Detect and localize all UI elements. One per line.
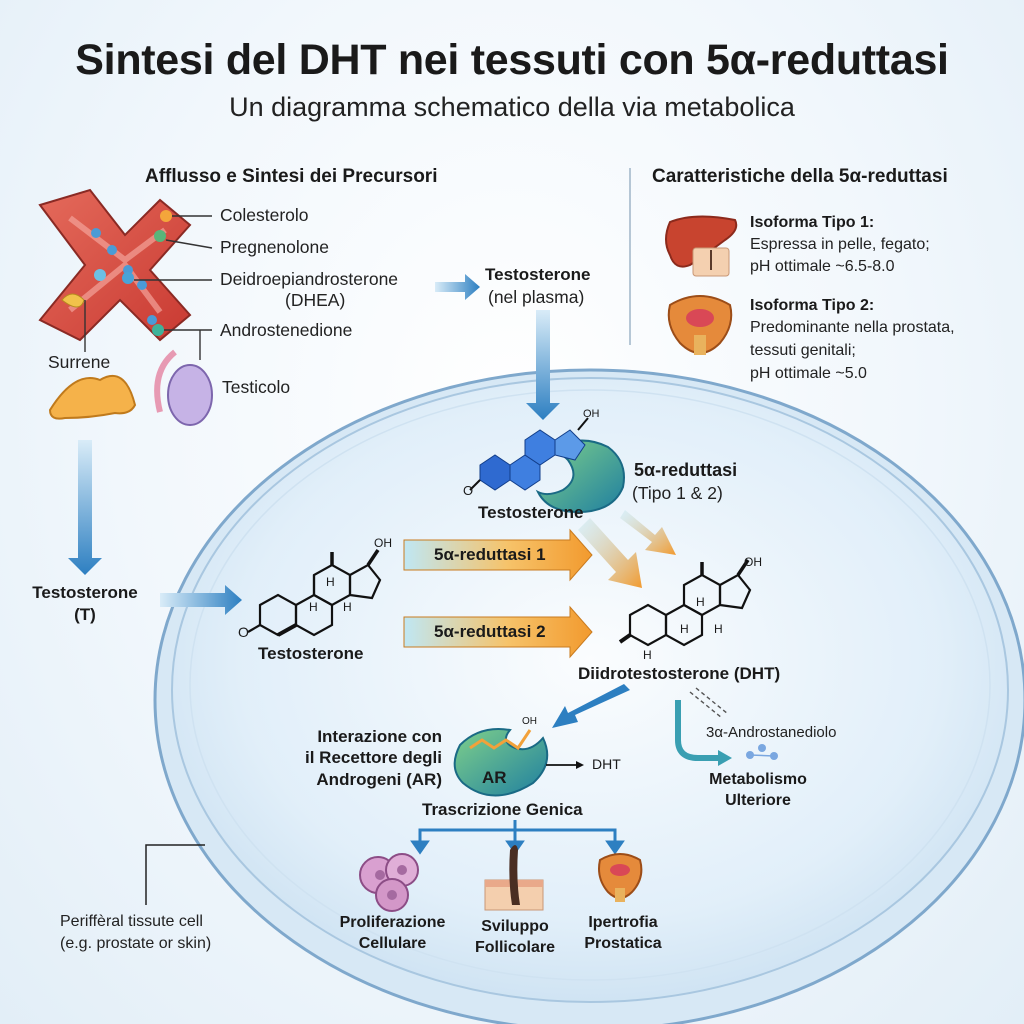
cell-note-line-1: Periffèral tissute cell [60, 913, 203, 930]
transcription-label: Trascrizione Genica [422, 800, 583, 819]
type1-title: Isoforma Tipo 1: [750, 214, 875, 231]
plasma-down-arrow [526, 310, 560, 420]
metabolism-arrows [675, 687, 778, 766]
precursor-dhea: Deidroepiandrosterone [220, 269, 399, 289]
type2-line-2: tessuti genitali; [750, 342, 856, 359]
cell-note-leader [145, 844, 205, 905]
arrow-type2-label: 5α-reduttasi 2 [434, 622, 546, 641]
precursor-cholesterol: Colesterolo [220, 205, 309, 225]
dht-h1-label: H [696, 595, 705, 609]
testis-label: Testicolo [222, 377, 291, 397]
type2-title: Isoforma Tipo 2: [750, 297, 875, 314]
ar-label-2: il Recettore degli [305, 748, 442, 767]
plasma-note: (nel plasma) [488, 287, 585, 307]
enzyme-structure-icon [469, 417, 625, 514]
type2-line-1: Predominante nella prostata, [750, 319, 955, 336]
influx-arrow [160, 585, 242, 615]
testosterone-h3-label: H [343, 600, 352, 614]
enzyme-o-label: O [463, 483, 474, 498]
metabolism-label-2: Ulteriore [725, 792, 791, 809]
ar-label-3: Androgeni (AR) [316, 770, 442, 789]
dht-to-ar-arrow [552, 684, 630, 728]
outcome3-line-2: Prostatica [584, 935, 662, 952]
prostate-outcome-icon [598, 853, 643, 902]
page-title: Sintesi del DHT nei tessuti con 5α-redut… [75, 36, 949, 84]
arrow-type1-label: 5α-reduttasi 1 [434, 545, 546, 564]
androgen-receptor-icon [453, 728, 584, 797]
ar-oh-label: OH [522, 716, 537, 727]
ar-dht-label: DHT [592, 756, 621, 772]
precursor-pregnenolone: Pregnenolone [220, 237, 329, 257]
type1-line-2: pH ottimale ~6.5-8.0 [750, 258, 895, 275]
enzyme-oh-label: OH [583, 408, 600, 420]
cells-icon [359, 853, 419, 912]
enzyme-types: (Tipo 1 & 2) [632, 483, 723, 503]
testosterone-h2-label: H [309, 600, 318, 614]
precursors-heading: Afflusso e Sintesi dei Precursori [145, 166, 438, 187]
adrenal-down-arrow [68, 440, 102, 575]
hair-follicle-icon [484, 845, 544, 911]
blood-vessel-icon [38, 188, 192, 342]
metabolism-label-1: Metabolismo [709, 771, 807, 788]
outcome2-line-1: Sviluppo [481, 918, 549, 935]
transcription-branches [410, 820, 625, 855]
plasma-testosterone-label: Testosterone [485, 265, 591, 284]
dht-oh-label: OH [744, 555, 762, 569]
enzyme-substrate: Testosterone [478, 503, 584, 522]
outcome2-line-2: Follicolare [474, 939, 556, 956]
features-heading: Caratteristiche della 5α-reduttasi [652, 166, 948, 187]
testis-icon [154, 349, 213, 426]
dht-h2-label: H [680, 622, 689, 636]
type1-line-1: Espressa in pelle, fegato; [750, 236, 930, 253]
precursor-markers [84, 210, 213, 360]
dht-h3-label: H [714, 622, 723, 636]
adrenal-label: Surrene [48, 352, 111, 372]
ar-badge: AR [482, 768, 507, 787]
outcome3-line-1: Ipertrofia [588, 914, 658, 931]
precursor-dhea-abbr: (DHEA) [285, 290, 346, 310]
dht-label: Diidrotestosterone (DHT) [578, 664, 781, 683]
precursor-androstenedione: Androstenedione [220, 320, 353, 340]
enzyme-name: 5α-reduttasi [634, 460, 738, 480]
influx-testosterone: Testosterone [32, 583, 138, 602]
testosterone-molecule-label: Testosterone [258, 644, 364, 663]
adrenal-gland-icon [48, 374, 137, 420]
testosterone-h1-label: H [326, 575, 335, 589]
androstanediol-label: 3α-Androstanediolo [706, 724, 837, 741]
testosterone-oh-label: OH [374, 536, 392, 550]
testosterone-o-label: O [238, 624, 249, 640]
cell-note-line-2: (e.g. prostate or skin) [60, 935, 212, 952]
page-subtitle: Un diagramma schematico della via metabo… [229, 92, 795, 122]
influx-testosterone-abbr: (T) [74, 605, 96, 624]
conversion-arrows [403, 510, 676, 659]
prostate-icon [667, 295, 733, 355]
dht-h4-label: H [643, 648, 652, 662]
outcome1-line-1: Proliferazione [339, 914, 446, 931]
outcome1-line-2: Cellulare [358, 935, 427, 952]
type2-line-3: pH ottimale ~5.0 [750, 365, 867, 382]
ar-label-1: Interazione con [317, 727, 442, 746]
to-plasma-arrow [435, 274, 480, 300]
testosterone-molecule [247, 549, 382, 637]
dht-molecule [618, 559, 752, 647]
